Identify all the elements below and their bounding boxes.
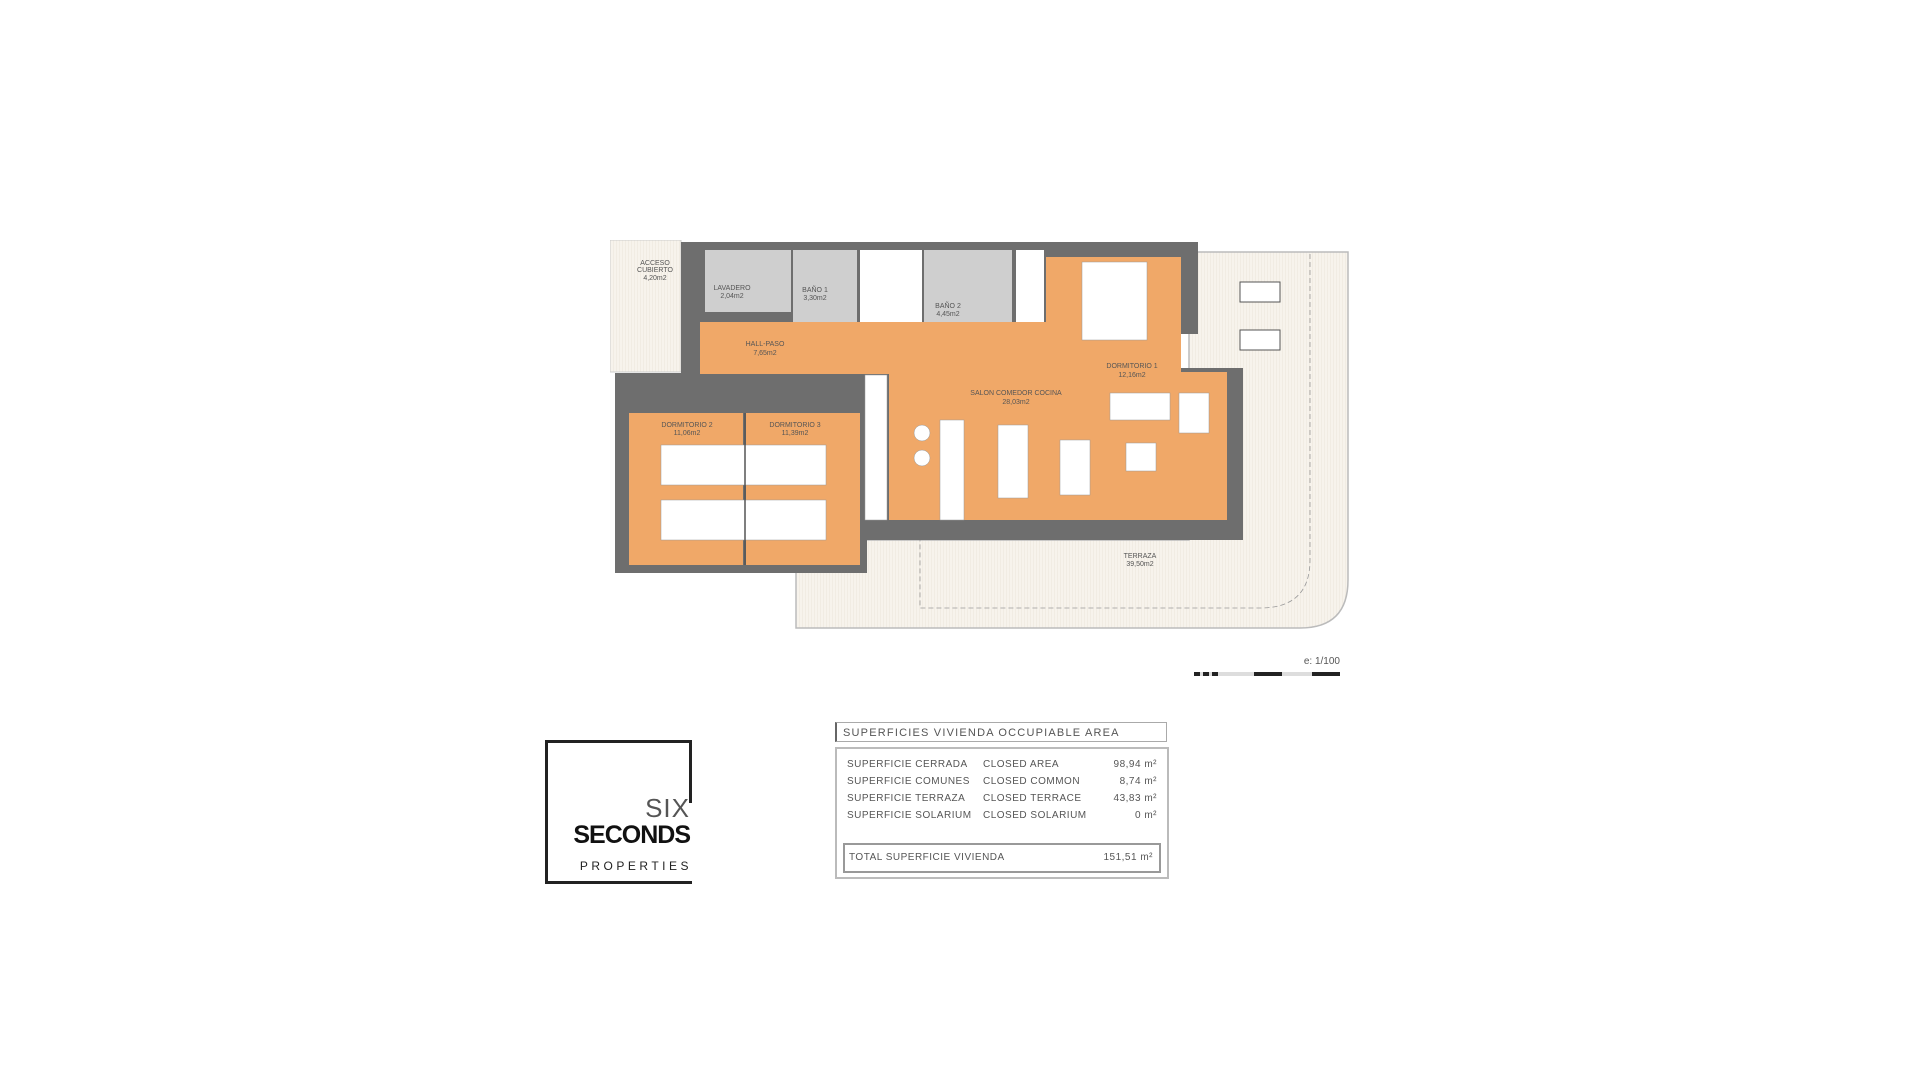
kitchen-island	[939, 419, 965, 521]
room-area: 4,20m2	[643, 275, 666, 282]
room-area: 2,04m2	[720, 293, 743, 300]
total-label: TOTAL SUPERFICIE VIVIENDA	[849, 852, 1005, 863]
row-value: 0 m²	[1135, 810, 1157, 821]
row-label: SUPERFICIE SOLARIUM	[847, 810, 972, 821]
scale-bar	[1194, 672, 1340, 676]
table-body: SUPERFICIE CERRADA CLOSED AREA 98,94 m² SU…	[835, 747, 1169, 879]
room-name: DORMITORIO 1	[1106, 363, 1157, 370]
areas-table: SUPERFICIES VIVIENDA OCCUPIABLE AREA SUP…	[835, 722, 1169, 879]
total-value: 151,51 m²	[1103, 852, 1153, 863]
living-room	[960, 332, 1080, 377]
kitchen-counter	[864, 374, 888, 521]
room-area: 11,06m2	[674, 430, 701, 437]
bed	[660, 499, 827, 541]
bed	[1081, 261, 1148, 341]
room-area: 11,39m2	[782, 430, 809, 437]
row-label-en: CLOSED SOLARIUM	[983, 810, 1087, 821]
room-name: HALL-PASO	[746, 341, 785, 348]
terrace-table	[1239, 329, 1281, 351]
room-area: 28,03m2	[1002, 399, 1029, 406]
laundry-room	[705, 250, 791, 312]
table-title: SUPERFICIES VIVIENDA OCCUPIABLE AREA	[835, 722, 1167, 742]
row-label-en: CLOSED TERRACE	[983, 793, 1082, 804]
room-name: ACCESO	[640, 260, 670, 267]
logo-text: PROPERTIES	[579, 859, 692, 873]
bathroom-2	[924, 250, 1012, 330]
terrace-table	[1239, 281, 1281, 303]
wardrobe	[1016, 250, 1044, 330]
bathroom-1	[793, 250, 857, 322]
coffee-table	[1125, 442, 1157, 472]
room-name: LAVADERO	[713, 285, 751, 292]
row-label-en: CLOSED COMMON	[983, 776, 1081, 787]
bed	[660, 444, 827, 486]
row-label-en: CLOSED AREA	[983, 759, 1060, 770]
table-row: SUPERFICIE CERRADA CLOSED AREA 98,94 m²	[847, 759, 1157, 775]
sofa	[1059, 439, 1091, 496]
room-area: 7,65m2	[753, 350, 776, 357]
floor-plan: ACCESO CUBIERTO 4,20m2 LAVADERO 2,04m2 B…	[610, 240, 1349, 629]
scale-indicator: e: 1/100	[1194, 656, 1340, 678]
row-value: 98,94 m²	[1113, 759, 1157, 770]
row-value: 8,74 m²	[1119, 776, 1157, 787]
table-row: SUPERFICIE SOLARIUM CLOSED SOLARIUM 0 m²	[847, 810, 1157, 826]
room-area: 39,50m2	[1126, 561, 1153, 568]
room-name: DORMITORIO 2	[661, 422, 712, 429]
logo-text: SIX	[645, 793, 690, 823]
dining-table	[997, 424, 1029, 499]
closet	[860, 250, 922, 330]
room-area: 12,16m2	[1118, 372, 1145, 379]
total-row: TOTAL SUPERFICIE VIVIENDA 151,51 m²	[843, 843, 1161, 873]
sofa	[1109, 392, 1171, 421]
room-name: TERRAZA	[1124, 553, 1157, 560]
room-name: DORMITORIO 3	[769, 422, 820, 429]
row-label: SUPERFICIE TERRAZA	[847, 793, 966, 804]
room-area: 4,45m2	[936, 311, 959, 318]
row-value: 43,83 m²	[1113, 793, 1157, 804]
six-seconds-logo: SIX SECONDS PROPERTIES	[545, 740, 692, 884]
room-name: CUBIERTO	[637, 267, 673, 274]
room-name: BAÑO 2	[935, 301, 961, 310]
table-row: SUPERFICIE COMUNES CLOSED COMMON 8,74 m²	[847, 776, 1157, 792]
terrace-outline	[919, 254, 1311, 609]
table-row: SUPERFICIE TERRAZA CLOSED TERRACE 43,83 m²	[847, 793, 1157, 809]
wall	[681, 318, 701, 378]
room-area: 3,30m2	[803, 295, 826, 302]
room-name: BAÑO 1	[802, 285, 828, 294]
row-label: SUPERFICIE CERRADA	[847, 759, 968, 770]
logo-text: SECONDS	[573, 821, 691, 849]
row-label: SUPERFICIE COMUNES	[847, 776, 970, 787]
armchair	[1178, 392, 1210, 434]
room-name: SALON COMEDOR COCINA	[970, 390, 1062, 397]
scale-label: e: 1/100	[1303, 656, 1340, 667]
